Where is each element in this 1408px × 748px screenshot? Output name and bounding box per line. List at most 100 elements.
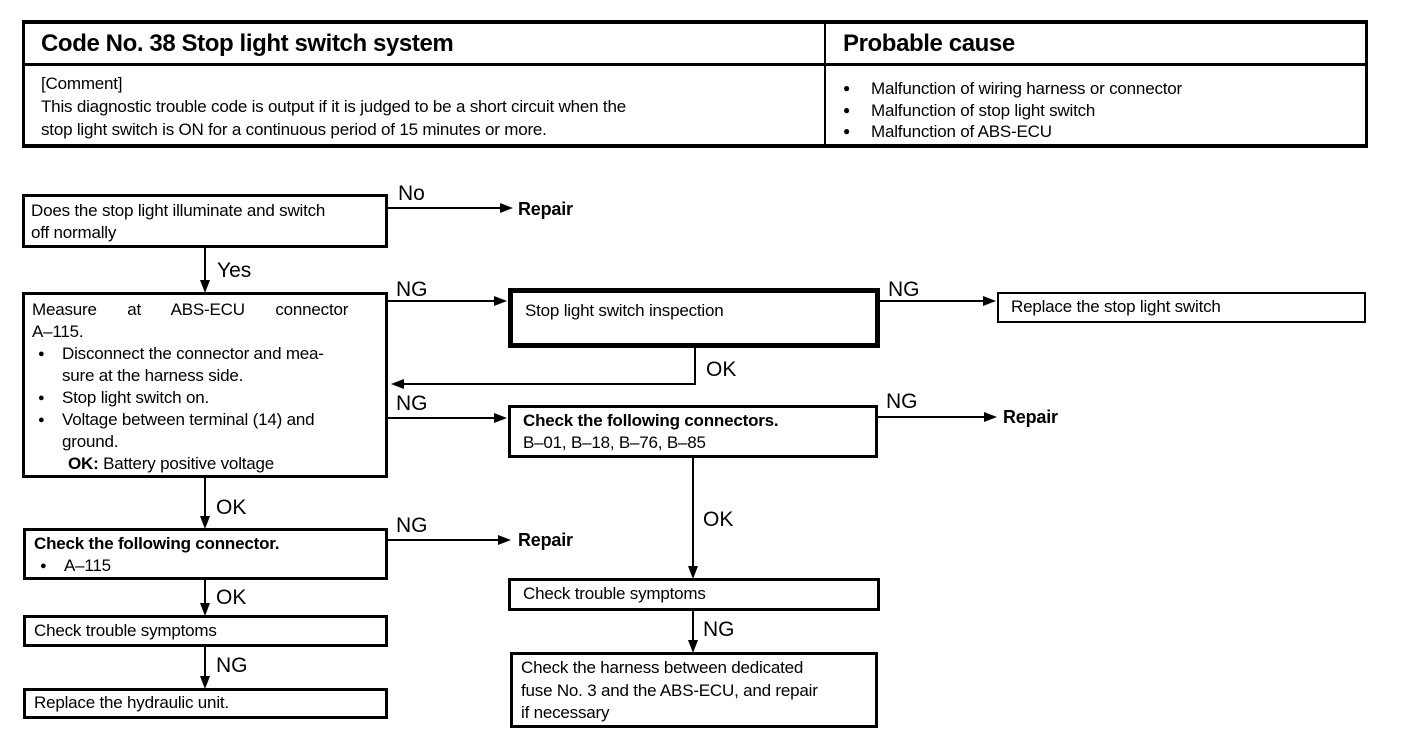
ng-label-2: NG [888, 278, 920, 301]
connector-item: A–115 [64, 556, 111, 575]
flow-box-measure-abs-ecu: Measure at ABS-ECU connector A–115. Disc… [22, 292, 388, 478]
flow-box-stop-light-question: Does the stop light illuminate and switc… [22, 194, 388, 248]
ok-label-left-1: OK [216, 496, 247, 519]
header-row-divider [25, 63, 1365, 66]
probable-cause-title: Probable cause [843, 30, 1015, 57]
yes-arrowhead-icon [200, 280, 210, 293]
measure-bullet-1: Disconnect the connector and mea- sure a… [32, 343, 378, 387]
ok-key: OK: [68, 454, 99, 473]
comment-block: [Comment] This diagnostic trouble code i… [41, 72, 811, 141]
hydraulic-label: Replace the hydraulic unit. [34, 693, 229, 712]
flow-box-check-symptoms-left: Check trouble symptoms [23, 615, 388, 647]
comment-label: [Comment] [41, 74, 123, 93]
cause-item: Malfunction of wiring harness or connect… [843, 78, 1373, 100]
dtc-code-title: Code No. 38 Stop light switch system [41, 30, 454, 57]
ng-arrowhead-icon-4 [984, 412, 997, 422]
ng-arrow-line-3 [388, 417, 494, 419]
bullet-icon [843, 78, 871, 100]
measure-bullet-3: Voltage between terminal (14) and ground… [32, 409, 378, 453]
yes-arrow-line [204, 248, 206, 282]
dtc-header-table: Code No. 38 Stop light switch system Pro… [22, 20, 1368, 148]
ok-left-vline-1 [204, 478, 206, 518]
flow-box-replace-switch: Replace the stop light switch [997, 292, 1366, 323]
flow-box-check-connectors: Check the following connectors. B–01, B–… [508, 405, 878, 458]
ok-label-mid: OK [703, 508, 734, 531]
comment-line-1: This diagnostic trouble code is output i… [41, 97, 626, 116]
symptoms-mid-label: Check trouble symptoms [523, 584, 706, 603]
ok-label-return: OK [706, 358, 737, 381]
ok-return-hline [403, 383, 696, 385]
flow-box-check-harness: Check the harness between dedicated fuse… [510, 652, 878, 728]
no-arrowhead-icon [500, 203, 513, 213]
bullet-icon [34, 555, 64, 577]
measure-b1-line1: Disconnect the connector and mea- [62, 344, 324, 363]
flow-box-check-symptoms-mid: Check trouble symptoms [508, 578, 880, 611]
ng-arrowhead-icon-2 [983, 296, 996, 306]
ng-arrow-line-4 [878, 416, 984, 418]
measure-bullet-1-text: Disconnect the connector and mea- sure a… [62, 343, 378, 387]
ng-label-3: NG [396, 392, 428, 415]
ok-left-arrowhead-icon-2 [200, 603, 210, 616]
measure-line-1: Measure at ABS-ECU connector [32, 300, 349, 319]
harness-line-3: if necessary [521, 703, 610, 722]
ng-left-vline [204, 647, 206, 678]
ok-mid-vline [692, 458, 694, 568]
repair-label-left: Repair [518, 530, 573, 550]
symptoms-left-label: Check trouble symptoms [34, 621, 217, 640]
ng-left-arrowhead-icon [200, 676, 210, 689]
ng-arrow-line-1 [388, 300, 494, 302]
ng-arrow-line-5 [388, 539, 498, 541]
measure-b3-line1: Voltage between terminal (14) and [62, 410, 315, 429]
probable-cause-list: Malfunction of wiring harness or connect… [843, 78, 1373, 143]
cause-item: Malfunction of stop light switch [843, 100, 1373, 122]
ok-mid-arrowhead-icon [688, 566, 698, 579]
measure-bullet-2-text: Stop light switch on. [62, 388, 209, 407]
ng-arrow-line-2 [880, 300, 983, 302]
ng-label-mid: NG [703, 618, 735, 641]
ok-return-vline [694, 348, 696, 385]
ng-label-left: NG [216, 654, 248, 677]
ng-label-5: NG [396, 514, 428, 537]
ng-arrowhead-icon-3 [494, 413, 507, 423]
bullet-icon [843, 100, 871, 122]
measure-line-2: A–115. [32, 322, 84, 341]
question-line-1: Does the stop light illuminate and switc… [31, 201, 326, 220]
bullet-icon [32, 409, 62, 453]
connector-title: Check the following connector. [34, 534, 280, 553]
connectors-items: B–01, B–18, B–76, B–85 [523, 433, 706, 452]
measure-bullet-3-text: Voltage between terminal (14) and ground… [62, 409, 378, 453]
ok-label-left-2: OK [216, 586, 247, 609]
ng-arrowhead-icon-5 [498, 535, 511, 545]
measure-ok-line: OK: Battery positive voltage [32, 453, 378, 475]
bullet-icon [32, 343, 62, 387]
cause-item-label: Malfunction of stop light switch [871, 100, 1096, 120]
header-column-divider [824, 24, 826, 144]
ng-arrowhead-icon-1 [494, 296, 507, 306]
question-line-2: off normally [31, 223, 117, 242]
repair-label-top: Repair [518, 199, 573, 219]
inspection-label: Stop light switch inspection [525, 301, 724, 320]
comment-line-2: stop light switch is ON for a continuous… [41, 120, 547, 139]
ok-left-vline-2 [204, 580, 206, 605]
measure-b3-line2: ground. [62, 432, 119, 451]
cause-item-label: Malfunction of wiring harness or connect… [871, 79, 1182, 98]
measure-bullet-2: Stop light switch on. [32, 387, 378, 409]
flow-box-replace-hydraulic: Replace the hydraulic unit. [23, 688, 388, 719]
cause-item: Malfunction of ABS-ECU [843, 121, 1373, 143]
ng-label-4: NG [886, 390, 918, 413]
replace-switch-label: Replace the stop light switch [1011, 297, 1221, 316]
no-label: No [398, 182, 425, 205]
harness-line-2: fuse No. 3 and the ABS-ECU, and repair [521, 680, 818, 700]
flow-box-check-connector-a115: Check the following connector. A–115 [23, 528, 388, 580]
connectors-title: Check the following connectors. [523, 411, 779, 430]
cause-item-label: Malfunction of ABS-ECU [871, 122, 1052, 141]
connector-item-row: A–115 [34, 555, 377, 577]
repair-label-right: Repair [1003, 407, 1058, 427]
ok-left-arrowhead-icon-1 [200, 516, 210, 529]
no-arrow-line [388, 207, 502, 209]
harness-line-1: Check the harness between dedicated [521, 658, 804, 677]
measure-b1-line2: sure at the harness side. [62, 366, 244, 385]
flow-box-switch-inspection: Stop light switch inspection [508, 288, 880, 348]
ng-label-1: NG [396, 278, 428, 301]
